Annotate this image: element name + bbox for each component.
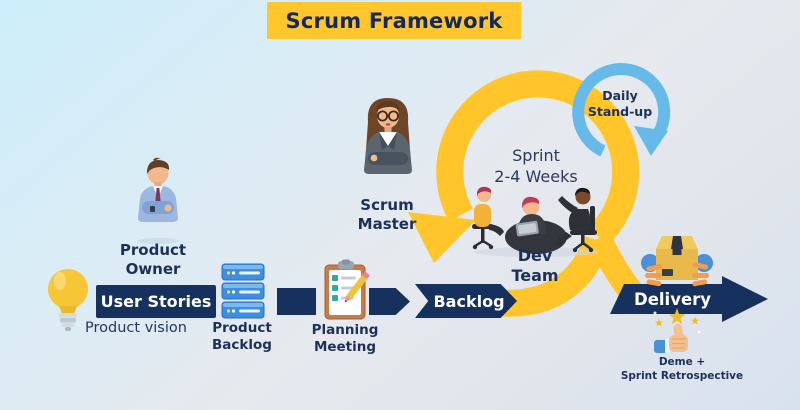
demo-retrospective-label: Deme + Sprint Retrospective: [606, 355, 758, 383]
sprint-duration-label: Sprint 2-4 Weeks: [486, 146, 586, 188]
product-vision-label: Product vision: [85, 320, 187, 336]
flow-connector-segment: [277, 288, 316, 315]
user-stories-label: User Stories: [100, 292, 212, 311]
page-title: Scrum Framework: [285, 8, 503, 33]
clipboard-checklist-icon: [324, 259, 370, 320]
dev-team-label: Dev Team: [511, 246, 559, 285]
dev-team-illustration: [472, 186, 598, 257]
daily-standup-line1: Daily: [602, 88, 638, 103]
package-in-hands-icon: [641, 236, 713, 287]
demo-retrospective-line2: Sprint Retrospective: [620, 370, 744, 383]
backlog-band: Backlog: [415, 284, 517, 318]
user-stories-band: User Stories: [96, 285, 216, 318]
scrum-master-illustration: [364, 98, 412, 174]
sprint-duration-line1: Sprint: [512, 146, 560, 165]
backlog-label: Backlog: [433, 291, 505, 311]
sprint-duration-line2: 2-4 Weeks: [494, 166, 578, 186]
daily-standup-line2: Stand-up: [587, 104, 653, 120]
daily-standup-label: Daily Stand-up: [580, 88, 660, 121]
thumbs-up-stars-icon: [653, 308, 701, 353]
demo-retrospective-line1: Deme +: [658, 356, 706, 368]
daily-standup-loop-arrow-icon: [572, 63, 671, 157]
planning-meeting-label: Planning Meeting: [311, 322, 379, 355]
light-bulb-icon: [48, 269, 88, 331]
server-stack-icon: [221, 263, 265, 319]
product-owner-label: Product Owner: [119, 241, 187, 278]
title-banner: Scrum Framework: [267, 2, 521, 39]
product-backlog-label: Product Backlog: [212, 320, 272, 353]
delivery-label: Delivery: [634, 289, 712, 309]
scrum-master-label: Scrum Master: [357, 196, 417, 233]
product-owner-illustration: [137, 157, 179, 244]
